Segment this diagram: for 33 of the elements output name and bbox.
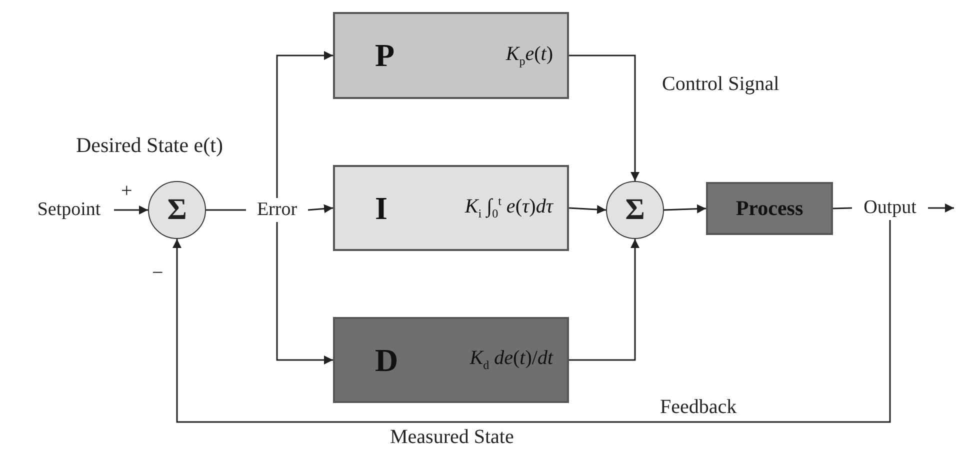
formula: K$_{i}$ ∫$_{0}$$^{t}$ e(τ)dτ <box>464 194 553 222</box>
process-block: Process <box>706 182 833 235</box>
signal-label: Output <box>852 196 928 220</box>
arrow <box>276 222 333 364</box>
annotation-text: − <box>152 262 164 285</box>
arrow <box>308 204 334 214</box>
controller-block <box>333 12 569 99</box>
annotation-text: Feedback <box>660 396 737 419</box>
arrow <box>664 204 706 214</box>
sigma-symbol: Σ <box>167 195 187 225</box>
arrow <box>568 205 606 214</box>
block-letter: P <box>375 37 395 74</box>
sigma-symbol: Σ <box>625 195 645 225</box>
formula: K$_{d}$ de(t)/dt <box>470 347 553 373</box>
arrow <box>114 206 148 214</box>
connector-line <box>206 209 246 211</box>
annotation-text: Desired State e(t) <box>76 133 223 158</box>
signal-label: Error <box>246 198 308 222</box>
block-letter: I <box>375 190 388 226</box>
annotation-text: + <box>121 180 132 203</box>
arrow <box>172 220 891 423</box>
annotation-text: Measured State <box>390 426 514 449</box>
annotation-text: Control Signal <box>662 73 780 96</box>
signal-label: Setpoint <box>24 198 114 222</box>
arrow <box>569 54 640 181</box>
formula: K$_{p}$e(t) <box>506 42 553 68</box>
controller-block <box>333 165 569 251</box>
block-letter: D <box>375 342 398 378</box>
arrow <box>569 239 640 361</box>
arrow <box>928 204 954 212</box>
connector-line <box>832 207 852 210</box>
controller-block <box>333 317 569 403</box>
arrow <box>276 51 333 198</box>
